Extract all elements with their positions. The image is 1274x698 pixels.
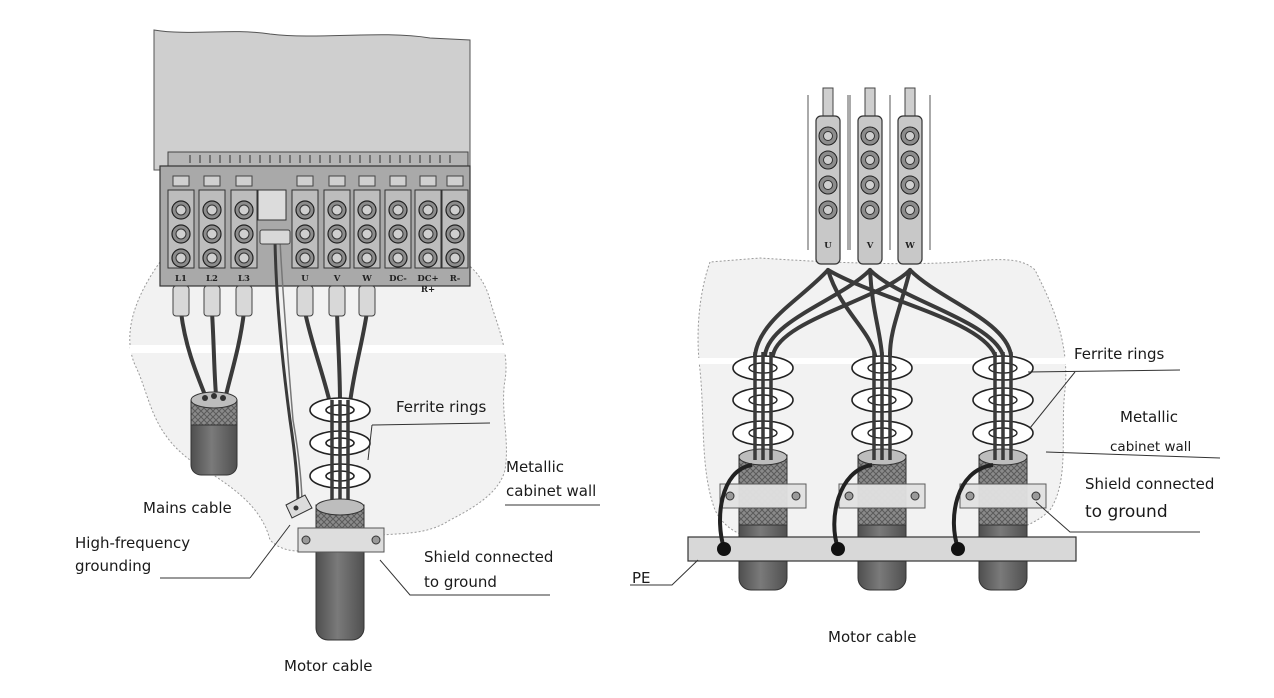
left-shield-label-1: Shield connected xyxy=(424,548,554,566)
left-shield-clamp xyxy=(297,527,385,553)
hf-ground-terminal xyxy=(257,189,287,221)
terminal-column xyxy=(353,175,381,269)
hf-grounding-lug xyxy=(285,494,313,519)
right-ferrite-rings-label: Ferrite rings xyxy=(1074,345,1165,363)
right-cross-wires xyxy=(753,268,1013,357)
left-metallic-wall-label-1: Metallic xyxy=(506,458,564,476)
terminal-label: L1 xyxy=(175,274,187,284)
terminal-label: V xyxy=(333,274,341,284)
pe-terminals xyxy=(717,542,965,556)
right-leader-lines xyxy=(630,369,1221,586)
terminal-label: L3 xyxy=(238,274,250,284)
left-motor-cable xyxy=(297,498,385,641)
drive-cabinet xyxy=(153,29,471,171)
terminal-label: U xyxy=(301,274,309,284)
pe-grounding-leads xyxy=(718,463,994,549)
terminal-column xyxy=(230,175,258,269)
mains-cable-label: Mains cable xyxy=(143,499,232,517)
left-metallic-wall-label-2: cabinet wall xyxy=(506,482,597,500)
terminal-column xyxy=(198,175,226,269)
pe-label: PE xyxy=(632,569,651,587)
right-shield-label-1: Shield connected xyxy=(1085,475,1215,493)
busbars xyxy=(807,87,931,265)
right-shield-label-2: to ground xyxy=(1085,502,1168,522)
bus-label: U xyxy=(824,241,832,251)
bus-label: W xyxy=(904,241,915,251)
terminal-sublabel: R+ xyxy=(421,285,435,295)
left-shield-label-2: to ground xyxy=(424,573,497,591)
left-panel xyxy=(129,29,600,641)
left-wires xyxy=(179,238,369,507)
left-ferrite-rings-label: Ferrite rings xyxy=(396,398,487,416)
right-motor-cable-label: Motor cable xyxy=(828,628,917,646)
terminal-column xyxy=(167,175,195,269)
left-wall-cut xyxy=(130,345,520,353)
terminal-column xyxy=(384,175,412,269)
terminal-label: W xyxy=(361,274,372,284)
connector-strip xyxy=(167,151,469,167)
terminal-column xyxy=(323,175,351,269)
right-panel xyxy=(630,87,1221,591)
busbar xyxy=(889,87,931,265)
terminal-column xyxy=(414,175,442,269)
bus-label: V xyxy=(866,241,874,251)
right-metallic-wall-label-1: Metallic xyxy=(1120,408,1178,426)
left-ring-wires xyxy=(330,400,350,510)
connector-pins xyxy=(189,155,451,163)
hf-grounding-label-1: High-frequency xyxy=(75,534,191,552)
left-leader-lines xyxy=(160,422,600,596)
busbar xyxy=(849,87,891,265)
terminal-column xyxy=(441,175,469,269)
busbar xyxy=(807,87,849,265)
terminal-label: DC- xyxy=(389,274,407,284)
terminal-columns xyxy=(167,175,469,269)
terminal-label: L2 xyxy=(206,274,218,284)
left-motor-cable-label: Motor cable xyxy=(284,657,373,675)
bus-labels: U V W xyxy=(824,241,915,251)
terminal-column xyxy=(291,175,319,269)
terminal-label: R- xyxy=(450,274,461,284)
terminal-labels: L1 L2 L3 U V W DC- DC+ R- R+ xyxy=(175,274,461,295)
mains-cable xyxy=(190,391,238,476)
left-lugs xyxy=(172,229,376,317)
pe-bar xyxy=(687,536,1077,562)
hf-grounding-label-2: grounding xyxy=(75,557,152,575)
terminal-label: DC+ xyxy=(417,274,438,284)
right-metallic-wall-label-2: cabinet wall xyxy=(1110,439,1192,455)
